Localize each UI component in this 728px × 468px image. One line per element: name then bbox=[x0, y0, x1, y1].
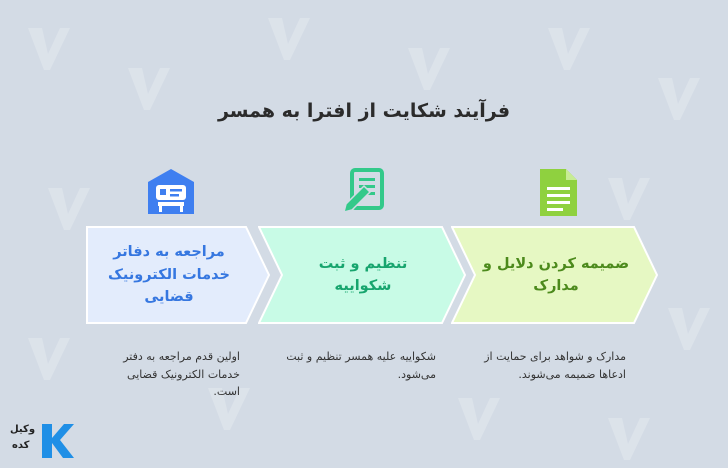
stage-file-at-office: مراجعه به دفاتر خدمات الکترونیک قضایی bbox=[86, 226, 270, 324]
document-icon bbox=[536, 168, 580, 218]
office-icon bbox=[146, 168, 196, 216]
watermark-logo bbox=[28, 338, 70, 380]
vakilkade-logo: وکیل کده bbox=[10, 420, 74, 464]
watermark-logo bbox=[408, 48, 450, 90]
stage-draft-complaint: تنظیم و ثبت شکواییه bbox=[258, 226, 466, 324]
watermark-logo bbox=[608, 418, 650, 460]
stage-label: ضمیمه کردن دلایل و مدارک bbox=[482, 255, 630, 294]
stage-description: اولین قدم مراجعه به دفتر خدمات الکترونیک… bbox=[123, 350, 240, 399]
stage-chevron-shape bbox=[258, 226, 466, 324]
stage-chevron-shape bbox=[86, 226, 270, 324]
stage-attach-evidence: ضمیمه کردن دلایل و مدارک bbox=[451, 226, 658, 324]
stage-label: مراجعه به دفاتر خدمات الکترونیک قضایی bbox=[108, 244, 230, 306]
watermark-logo bbox=[28, 28, 70, 70]
logo-text-line1: وکیل bbox=[10, 424, 36, 435]
watermark-logo bbox=[268, 18, 310, 60]
stage-description: شکواییه علیه همسر تنظیم و ثبت می‌شود. bbox=[286, 350, 436, 381]
logo-k-mark bbox=[42, 424, 74, 458]
diagram-title: فرآیند شکایت از افترا به همسر bbox=[217, 100, 511, 122]
stage-label: تنظیم و ثبت شکواییه bbox=[318, 255, 408, 294]
stage-description: مدارک و شواهد برای حمایت از ادعاها ضمیمه… bbox=[484, 350, 626, 381]
watermark-logo bbox=[458, 398, 500, 440]
watermark-logo bbox=[668, 308, 710, 350]
stage-chevron-shape bbox=[451, 226, 658, 324]
watermark-logo bbox=[608, 178, 650, 220]
logo-text-line2: کده bbox=[12, 440, 30, 451]
watermark-logo bbox=[548, 28, 590, 70]
edit-document-icon bbox=[340, 168, 390, 216]
